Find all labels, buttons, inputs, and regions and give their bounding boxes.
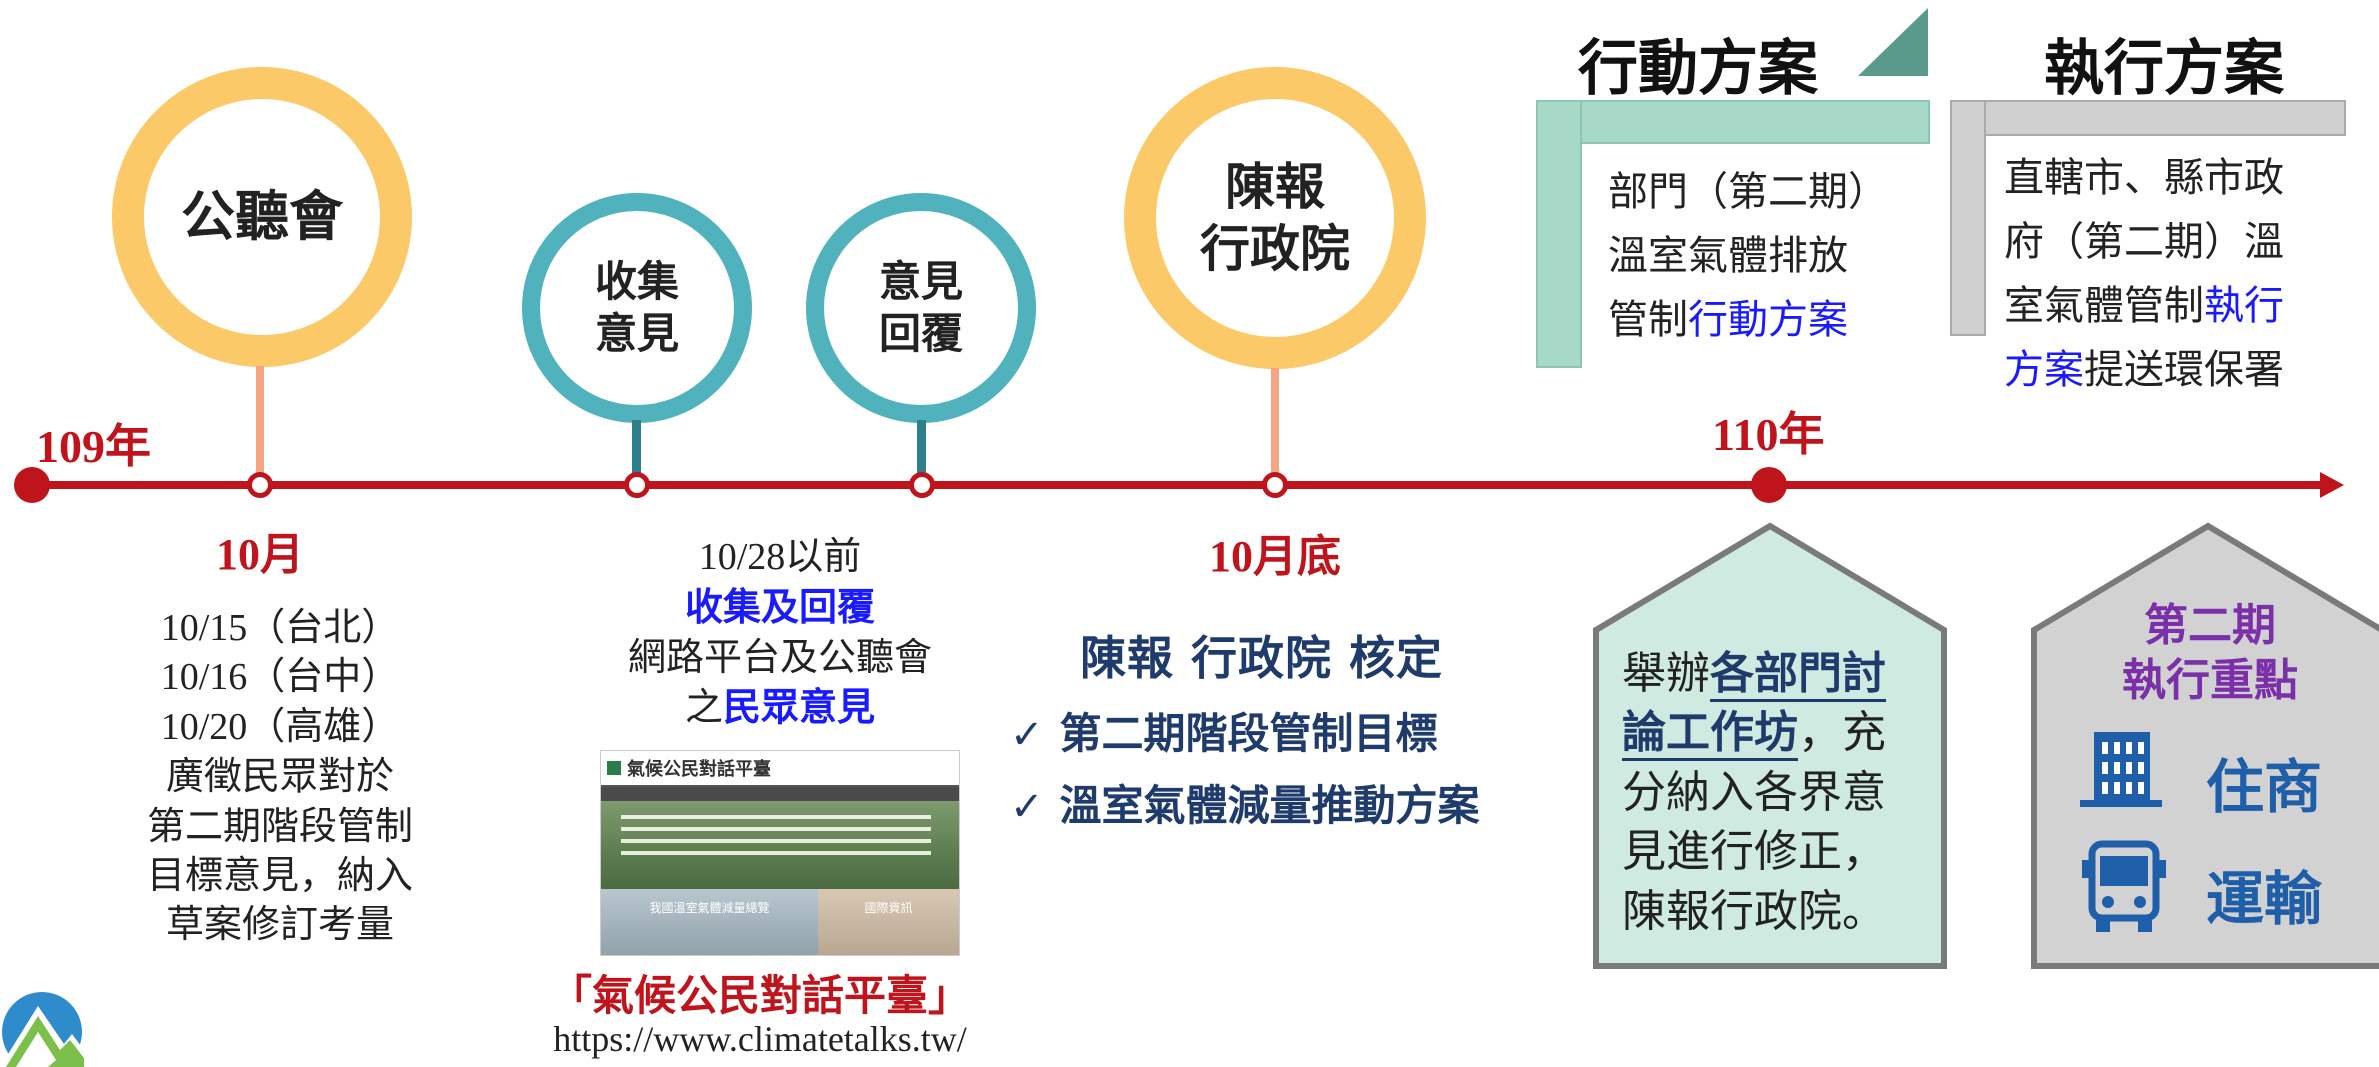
- collect-opinions-circle: 收集 意見: [522, 193, 752, 423]
- platform-card-intl[interactable]: 國際資訊: [817, 889, 959, 955]
- public-hearing-circle: 公聽會: [112, 67, 412, 367]
- hearing-desc-1: 廣徵民眾對於: [165, 754, 394, 799]
- timeline-arrowhead: [2320, 472, 2344, 498]
- action-plan-bracket-top: [1536, 100, 1930, 144]
- phase2-title-1: 第二期: [2144, 600, 2276, 651]
- report-cabinet-date: 10月底: [1209, 532, 1341, 581]
- action-plan-bracket-side: [1536, 100, 1582, 368]
- workshop-line-3: 分納入各界意: [1622, 766, 1886, 818]
- action-plan-line-2: 溫室氣體排放: [1608, 233, 1848, 279]
- exec-plan-bracket-side: [1950, 100, 1986, 336]
- timeline-line: [30, 481, 2325, 489]
- platform-card-overview-label: 我國溫室氣體減量總覽: [649, 901, 770, 915]
- hearing-desc-2: 第二期階段管制: [146, 803, 413, 848]
- action-plan-line-3: 管制行動方案: [1608, 297, 1848, 343]
- reply-opinions-circle: 意見 回覆: [806, 193, 1036, 423]
- report-cabinet-label: 陳報 行政院: [1200, 157, 1350, 279]
- workshop-line-2: 論工作坊，充: [1622, 703, 1922, 762]
- platform-screenshot-logo: [607, 761, 621, 775]
- report-cabinet-stem: [1271, 368, 1279, 476]
- exec-plan-header: 執行方案: [2044, 34, 2284, 104]
- platform-name: 「氣候公民對話平臺」: [549, 971, 970, 1020]
- workshop-line-4: 見進行修正，: [1622, 826, 1886, 878]
- action-plan-corner-icon: [1858, 8, 1928, 76]
- hearing-desc-4: 草案修訂考量: [165, 902, 394, 947]
- collect-deadline: 10/28以前: [698, 536, 862, 578]
- platform-screenshot-hero-text: [621, 815, 931, 819]
- hearing-date-taichung: 10/16（台中）: [160, 656, 400, 699]
- platform-screenshot-hero: [601, 801, 959, 889]
- collect-details: 10/28以前 收集及回覆 網路平台及公聽會 之民眾意見: [580, 532, 980, 733]
- phase2-item-transport: 運輸: [2206, 865, 2323, 933]
- phase2-title: 第二期 執行重點: [2090, 598, 2330, 708]
- workshop-line-5: 陳報行政院。: [1622, 885, 1886, 937]
- hearing-desc-3: 目標意見，納入: [146, 852, 413, 897]
- exec-plan-line-2: 府（第二期）溫: [2004, 219, 2284, 265]
- action-plan-header: 行動方案: [1578, 34, 1818, 104]
- action-plan-text: 部門（第二期） 溫室氣體排放 管制行動方案: [1608, 160, 1888, 352]
- reply-opinions-stem: [917, 420, 926, 474]
- public-hearing-stem: [256, 366, 264, 476]
- exec-plan-text: 直轄市、縣市政 府（第二期）溫 室氣體管制執行 方案提送環保署: [2004, 146, 2284, 402]
- platform-screenshot-title: 氣候公民對話平臺: [627, 759, 771, 780]
- hearing-date-taipei: 10/15（台北）: [160, 607, 400, 649]
- phase2-title-2: 執行重點: [2122, 655, 2298, 706]
- platform-screenshot-nav: [601, 787, 959, 801]
- platform-url[interactable]: https://www.climatetalks.tw/: [553, 1019, 967, 1059]
- collect-reply-label: 收集及回覆: [684, 585, 875, 630]
- public-hearing-date: 10月: [216, 530, 304, 579]
- end-dot: [1751, 467, 1787, 503]
- workshop-line-1: 舉辦各部門討: [1622, 644, 1922, 703]
- collect-source: 網路平台及公聽會: [627, 635, 932, 680]
- start-year-label: 109年: [36, 421, 151, 472]
- exec-plan-line-4: 方案提送環保署: [2004, 347, 2284, 393]
- building-icon: [2080, 732, 2162, 807]
- approval-title: 陳報 行政院 核定: [1080, 631, 1444, 685]
- exec-plan-line-1: 直轄市、縣市政: [2004, 155, 2284, 201]
- hearing-details: 10/15（台北） 10/16（台中） 10/20（高雄） 廣徵民眾對於 第二期…: [100, 604, 460, 950]
- phase2-item-residential: 住商: [2206, 753, 2323, 821]
- public-hearing-label: 公聽會: [181, 185, 343, 249]
- platform-screenshot-header: 氣候公民對話平臺: [601, 751, 959, 787]
- collect-opinions-label: 收集 意見: [594, 256, 679, 359]
- exec-plan-bracket-top: [1950, 100, 2346, 136]
- platform-screenshot[interactable]: 氣候公民對話平臺 我國溫室氣體減量總覽 國際資訊: [600, 750, 960, 956]
- platform-screenshot-cards: 我國溫室氣體減量總覽 國際資訊: [601, 889, 959, 955]
- end-year-label: 110年: [1712, 409, 1825, 460]
- platform-card-overview[interactable]: 我國溫室氣體減量總覽: [601, 889, 818, 955]
- exec-plan-line-3: 室氣體管制執行: [2004, 283, 2284, 329]
- report-cabinet-dot: [1262, 472, 1288, 498]
- public-hearing-dot: [247, 472, 273, 498]
- collect-public-opinion: 之民眾意見: [684, 685, 876, 730]
- reply-opinions-dot: [909, 472, 935, 498]
- platform-card-intl-label: 國際資訊: [864, 901, 913, 915]
- check-icon: ✓: [1010, 784, 1044, 830]
- workshop-text: 舉辦各部門討 論工作坊，充 分納入各界意 見進行修正， 陳報行政院。: [1622, 644, 1922, 941]
- bus-icon: [2082, 840, 2166, 932]
- check-icon: ✓: [1010, 712, 1044, 758]
- report-cabinet-circle: 陳報 行政院: [1124, 67, 1426, 369]
- collect-opinions-stem: [632, 420, 641, 474]
- approval-item-2: ✓溫室氣體減量推動方案: [1010, 781, 1480, 830]
- action-plan-line-1: 部門（第二期）: [1608, 169, 1888, 215]
- reply-opinions-label: 意見 回覆: [878, 256, 963, 359]
- start-dot: [14, 467, 50, 503]
- approval-item-1: ✓第二期階段管制目標: [1010, 709, 1438, 758]
- workshop-house: [1593, 522, 1947, 969]
- mountain-logo-icon: [0, 992, 84, 1067]
- collect-opinions-dot: [624, 472, 650, 498]
- hearing-date-kaohsiung: 10/20（高雄）: [160, 705, 400, 748]
